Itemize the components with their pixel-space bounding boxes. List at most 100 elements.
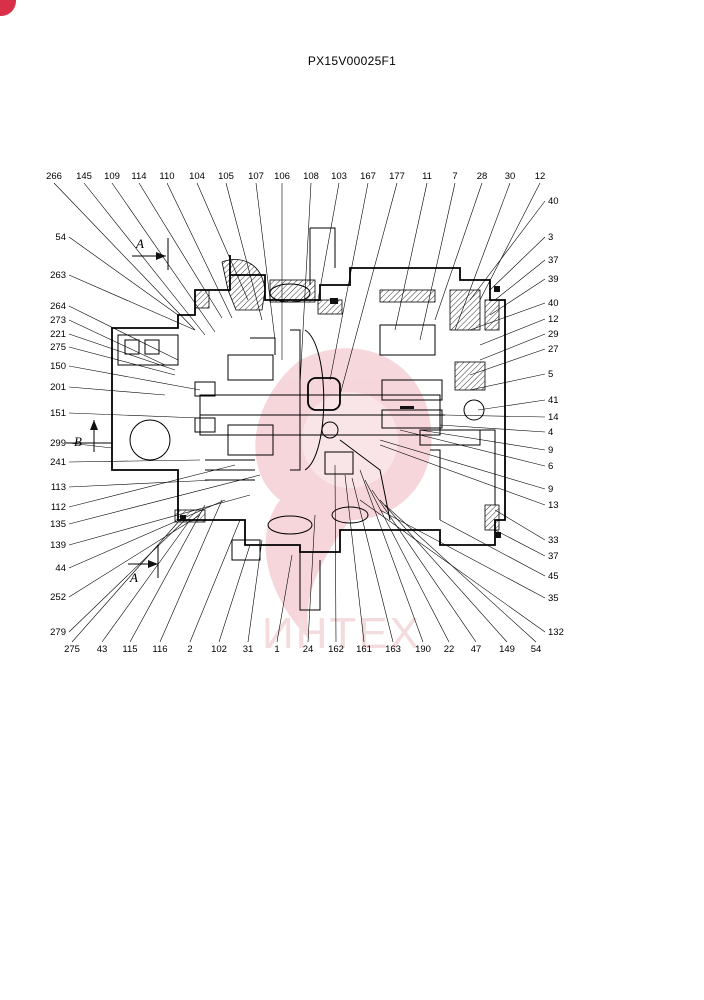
leader-left-113 bbox=[68, 479, 216, 488]
callout-left-273: 273 bbox=[50, 315, 66, 326]
leader-right-37 bbox=[494, 259, 546, 301]
leader-left-201 bbox=[68, 386, 166, 396]
callout-left-263: 263 bbox=[50, 270, 66, 281]
callout-top-108: 108 bbox=[303, 171, 319, 182]
leader-bottom-24 bbox=[307, 514, 316, 643]
leader-left-151 bbox=[68, 412, 201, 419]
leader-bottom-54 bbox=[384, 504, 537, 643]
callout-left-112: 112 bbox=[51, 502, 66, 513]
callout-bottom-275: 275 bbox=[64, 644, 80, 655]
leader-top-28 bbox=[434, 182, 483, 321]
callout-top-145: 145 bbox=[76, 171, 92, 182]
callout-right-40: 40 bbox=[548, 196, 559, 207]
leader-right-40 bbox=[469, 200, 546, 301]
callout-top-114: 114 bbox=[131, 171, 146, 182]
callout-right-9: 9 bbox=[548, 445, 553, 456]
leader-left-241 bbox=[68, 459, 201, 463]
hatched-sections bbox=[174, 259, 500, 531]
callout-right-9: 9 bbox=[548, 484, 553, 495]
leader-bottom-115 bbox=[129, 504, 206, 643]
callout-right-14: 14 bbox=[548, 412, 559, 423]
callout-top-104: 104 bbox=[189, 171, 205, 182]
callout-bottom-47: 47 bbox=[471, 644, 482, 655]
leader-bottom-102 bbox=[218, 544, 251, 643]
callout-right-5: 5 bbox=[548, 369, 553, 380]
callout-top-103: 103 bbox=[331, 171, 347, 182]
leader-left-273 bbox=[68, 319, 166, 366]
callout-bottom-163: 163 bbox=[385, 644, 401, 655]
section-marks: A B A bbox=[66, 236, 169, 585]
leader-left-135 bbox=[68, 474, 261, 525]
leader-top-11 bbox=[394, 182, 428, 331]
leader-top-107 bbox=[255, 182, 276, 341]
callout-left-275: 275 bbox=[50, 342, 66, 353]
callout-top-107: 107 bbox=[248, 171, 264, 182]
callout-right-41: 41 bbox=[548, 395, 559, 406]
leader-bottom-43 bbox=[101, 519, 191, 643]
leader-bottom-1 bbox=[276, 554, 293, 643]
watermark: ИНТЕХ bbox=[255, 348, 432, 658]
callout-top-109: 109 bbox=[104, 171, 120, 182]
leader-left-150 bbox=[68, 365, 201, 391]
leader-left-139 bbox=[68, 494, 251, 546]
callout-right-12: 12 bbox=[548, 314, 559, 325]
callout-left-241: 241 bbox=[50, 457, 66, 468]
callout-right-35: 35 bbox=[548, 593, 559, 604]
leader-bottom-47 bbox=[371, 489, 477, 643]
callout-left-201: 201 bbox=[50, 382, 66, 393]
leader-right-9 bbox=[419, 429, 546, 451]
leader-lines bbox=[53, 182, 546, 643]
section-a-top: A bbox=[135, 236, 144, 251]
leader-top-167 bbox=[329, 182, 369, 381]
leader-left-252 bbox=[68, 514, 201, 598]
leader-left-264 bbox=[68, 305, 179, 361]
callout-top-177: 177 bbox=[389, 171, 405, 182]
callout-bottom-190: 190 bbox=[415, 644, 431, 655]
callout-right-27: 27 bbox=[548, 344, 559, 355]
callout-bottom-24: 24 bbox=[303, 644, 314, 655]
leader-right-9 bbox=[379, 439, 546, 490]
leader-top-145 bbox=[83, 182, 206, 336]
leader-left-112 bbox=[68, 464, 236, 508]
callout-right-29: 29 bbox=[548, 329, 559, 340]
callout-left-252: 252 bbox=[50, 592, 66, 603]
leader-bottom-161 bbox=[344, 474, 365, 643]
leader-top-7 bbox=[419, 182, 456, 341]
callout-right-40: 40 bbox=[548, 298, 559, 309]
callout-bottom-1: 1 bbox=[274, 644, 279, 655]
leader-top-114 bbox=[138, 182, 223, 319]
callout-top-12: 12 bbox=[535, 171, 546, 182]
leader-top-266 bbox=[53, 182, 196, 331]
callout-top-110: 110 bbox=[159, 171, 174, 182]
callout-bottom-31: 31 bbox=[243, 644, 254, 655]
leader-right-33 bbox=[494, 509, 546, 541]
callout-top-7: 7 bbox=[452, 171, 457, 182]
callout-top-106: 106 bbox=[274, 171, 290, 182]
callout-right-39: 39 bbox=[548, 274, 559, 285]
callout-top-28: 28 bbox=[477, 171, 488, 182]
callout-right-33: 33 bbox=[548, 535, 559, 546]
callout-right-13: 13 bbox=[548, 500, 559, 511]
leader-right-41 bbox=[477, 399, 546, 411]
leader-right-13 bbox=[379, 444, 546, 506]
callout-bottom-116: 116 bbox=[152, 644, 167, 655]
callout-bottom-161: 161 bbox=[356, 644, 372, 655]
leader-top-12 bbox=[479, 182, 541, 301]
callout-left-221: 221 bbox=[50, 329, 66, 340]
callout-top-167: 167 bbox=[360, 171, 376, 182]
leader-top-108 bbox=[299, 182, 312, 386]
callout-right-45: 45 bbox=[548, 571, 559, 582]
callout-right-37: 37 bbox=[548, 255, 559, 266]
housing bbox=[111, 227, 506, 611]
leader-top-110 bbox=[166, 182, 233, 319]
callout-left-151: 151 bbox=[50, 408, 66, 419]
leader-bottom-163 bbox=[351, 477, 394, 643]
callout-bottom-149: 149 bbox=[499, 644, 515, 655]
leader-right-6 bbox=[399, 429, 546, 467]
callout-left-44: 44 bbox=[55, 563, 66, 574]
callout-right-6: 6 bbox=[548, 461, 553, 472]
callout-left-279: 279 bbox=[50, 627, 66, 638]
leader-right-14 bbox=[444, 414, 546, 418]
leader-right-12 bbox=[479, 318, 546, 346]
